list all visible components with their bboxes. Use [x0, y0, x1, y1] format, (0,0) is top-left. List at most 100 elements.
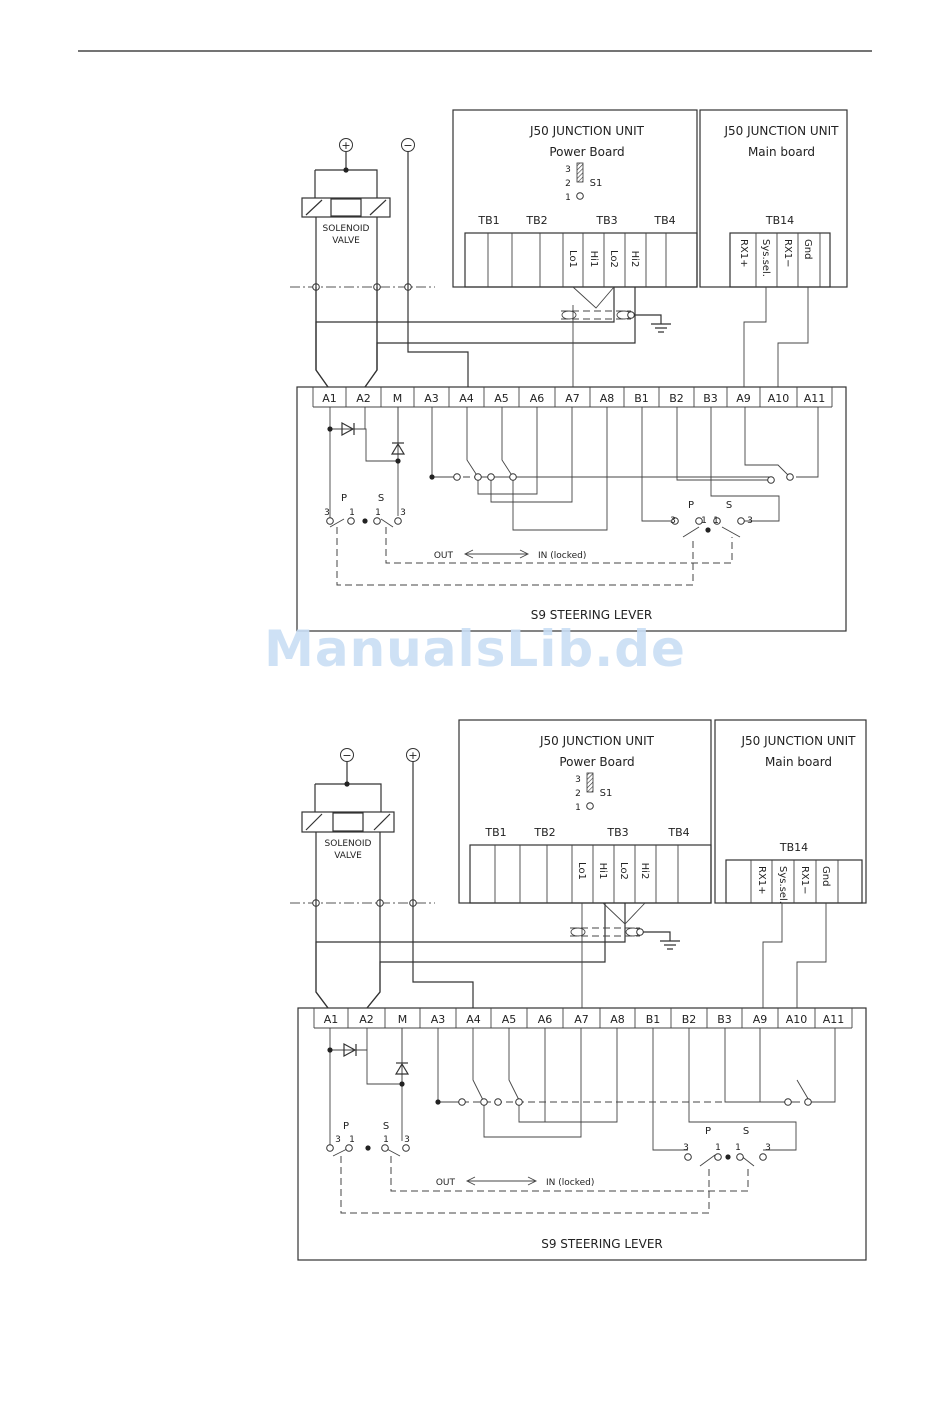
- terminal-block-label-tb4: TB4: [653, 214, 675, 227]
- internal-wire: [518, 1028, 546, 1123]
- internal-wire: [466, 407, 479, 478]
- signal-wire: [762, 903, 783, 1008]
- valve-slash: [305, 813, 391, 831]
- contact-label: 3: [400, 508, 406, 518]
- internal-wire: [699, 1154, 716, 1167]
- external-wire: [364, 217, 378, 388]
- contact-ring: [326, 1144, 334, 1152]
- power-terminal-strip: [464, 232, 698, 288]
- lever-terminal-a11: A11: [823, 1013, 845, 1026]
- tb14-terminal: Gnd: [802, 239, 813, 259]
- valve-label-line1: SOLENOID: [323, 224, 370, 234]
- external-wire: [315, 217, 329, 388]
- internal-wire: [472, 1028, 484, 1101]
- contact-ring: [402, 1144, 410, 1152]
- terminal-block-label-tb1: TB1: [477, 214, 499, 227]
- main-unit-title: J50 JUNCTION UNIT: [740, 734, 856, 748]
- tb14-terminal: RX1−: [799, 866, 810, 895]
- internal-wire: [759, 1028, 788, 1103]
- contact-ring: [494, 1098, 502, 1106]
- main-unit-title: J50 JUNCTION UNIT: [723, 124, 839, 138]
- contact-ring: [736, 1153, 744, 1161]
- internal-wire: [437, 1028, 462, 1103]
- tb14-label: TB14: [765, 214, 794, 227]
- lever-terminal-m: M: [398, 1013, 408, 1026]
- lever-terminal-b3: B3: [703, 392, 718, 405]
- lever-terminal-m: M: [393, 392, 403, 405]
- steering-lever-title: S9 STEERING LEVER: [531, 608, 653, 622]
- terminal-block-label-tb3: TB3: [595, 214, 617, 227]
- contact-ring: [345, 1144, 353, 1152]
- contact-ring: [347, 517, 355, 525]
- tb14-label: TB14: [779, 841, 808, 854]
- junction-dot: [705, 527, 711, 533]
- junction-dot: [395, 458, 401, 464]
- internal-wire: [330, 1028, 403, 1085]
- lever-terminal-a2: A2: [359, 1013, 374, 1026]
- contact-label: 3: [683, 1143, 689, 1153]
- lever-terminal-a3: A3: [424, 392, 439, 405]
- internal-wire: [545, 1028, 618, 1123]
- internal-wire: [652, 1028, 688, 1151]
- terminal-block-label-tb3: TB3: [606, 826, 628, 839]
- switch-label: S: [743, 1126, 749, 1137]
- mechanical-link: [340, 1156, 710, 1214]
- contact-ring: [394, 517, 402, 525]
- external-wire: [315, 287, 615, 388]
- s1-position-label: 3: [565, 165, 571, 175]
- tb3-terminal-lo2: Lo2: [618, 862, 629, 880]
- lever-terminal-a1: A1: [324, 1013, 339, 1026]
- contact-ring: [326, 517, 334, 525]
- lever-terminal-a6: A6: [538, 1013, 553, 1026]
- signal-wire: [743, 287, 767, 387]
- junction-dot: [327, 1047, 333, 1053]
- supply-left-terminal: [339, 138, 353, 152]
- lever-terminal-a7: A7: [574, 1013, 589, 1026]
- tb14-terminal: Sys.sel.: [760, 239, 771, 277]
- signal-wire: [602, 902, 646, 925]
- lever-terminal-b2: B2: [682, 1013, 697, 1026]
- internal-wire: [483, 1028, 582, 1138]
- tb3-terminal-hi1: Hi1: [588, 251, 599, 268]
- contact-label: 3: [335, 1135, 341, 1145]
- switch-label: P: [343, 1121, 349, 1132]
- internal-wire: [641, 407, 675, 522]
- junction-dot: [399, 1081, 405, 1087]
- contact-label: 1: [735, 1143, 741, 1153]
- internal-wire: [330, 407, 399, 462]
- contact-ring: [784, 1098, 792, 1106]
- s1-position-label: 1: [565, 193, 571, 203]
- internal-wire: [477, 407, 538, 495]
- contact-ring: [458, 1098, 466, 1106]
- arrowhead-left: [465, 1176, 476, 1186]
- contact-label: 1: [349, 1135, 355, 1145]
- contact-ring: [381, 1144, 389, 1152]
- valve-bypass: [314, 783, 382, 812]
- main-unit-subtitle: Main board: [748, 145, 815, 159]
- solenoid-valve-body: [301, 811, 395, 833]
- lever-terminal-a9: A9: [753, 1013, 768, 1026]
- out-label: OUT: [436, 1178, 456, 1188]
- lever-terminal-a6: A6: [530, 392, 545, 405]
- lever-terminal-a5: A5: [502, 1013, 517, 1026]
- lever-terminal-a5: A5: [494, 392, 509, 405]
- supply-left-polarity: +: [341, 139, 350, 152]
- lever-terminal-a10: A10: [768, 392, 790, 405]
- junction-dot: [344, 781, 350, 787]
- supply-left-terminal: [340, 748, 354, 762]
- junction-dot: [725, 1154, 731, 1160]
- contact-label: 1: [713, 516, 719, 526]
- internal-wire: [710, 407, 780, 522]
- out-label: OUT: [434, 551, 454, 561]
- diode-symbol: [394, 1062, 410, 1075]
- contact-ring: [695, 517, 703, 525]
- contact-ring: [714, 1153, 722, 1161]
- contact-ring: [684, 1153, 692, 1161]
- internal-wire: [431, 407, 457, 478]
- tb3-terminal-lo2: Lo2: [608, 250, 619, 268]
- diode-symbol: [390, 442, 406, 455]
- supply-right-polarity: −: [403, 139, 412, 152]
- switch-label: P: [341, 493, 347, 504]
- s1-position-label: 1: [575, 803, 581, 813]
